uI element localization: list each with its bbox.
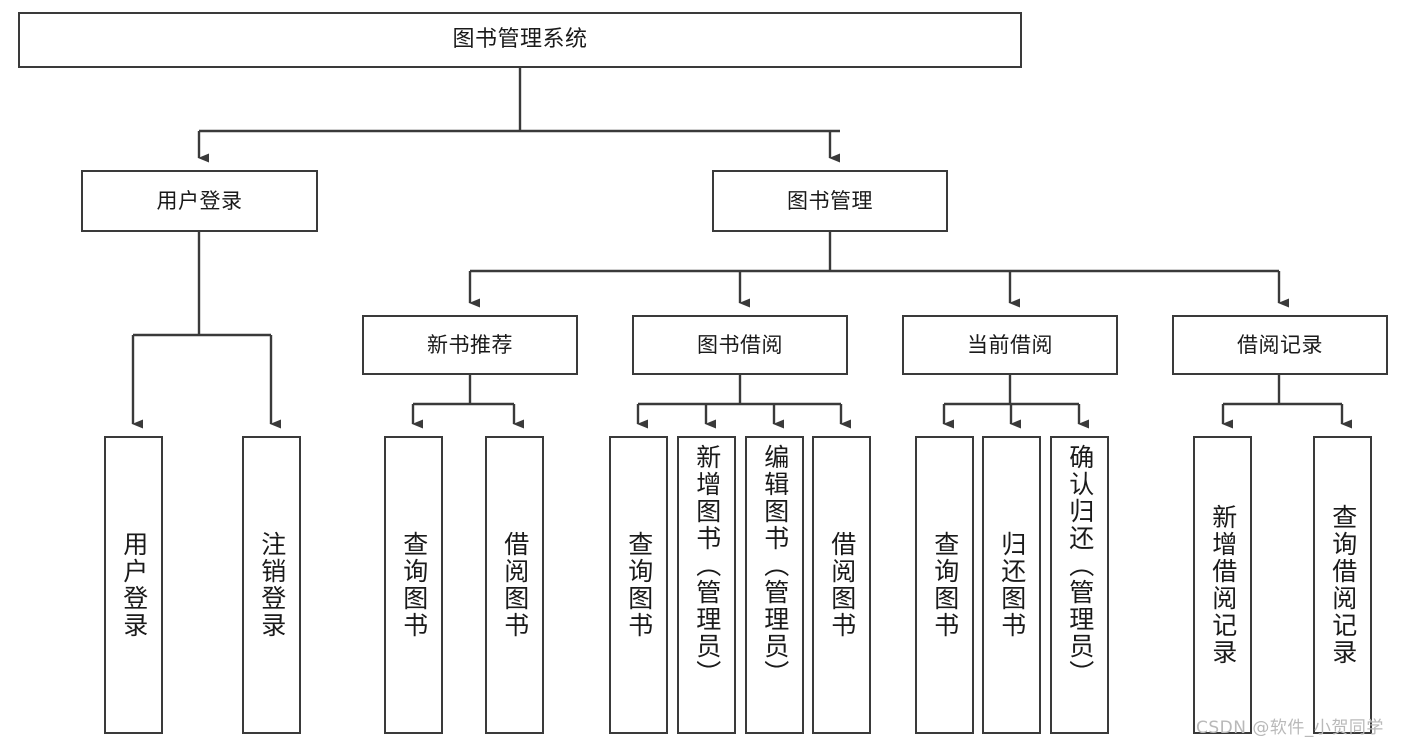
leaf-user-login[interactable]: 用户登录	[104, 436, 163, 734]
leaf-recommend-borrow-book[interactable]: 借阅图书	[485, 436, 544, 734]
node-label: 新增借阅记录	[1208, 504, 1238, 666]
node-label: 用户登录	[119, 531, 149, 639]
leaf-borrow-borrow-book[interactable]: 借阅图书	[812, 436, 871, 734]
node-label: 确认归还（管理员）	[1065, 444, 1095, 687]
node-label: 编辑图书（管理员）	[760, 444, 790, 687]
leaf-recommend-query-book[interactable]: 查询图书	[384, 436, 443, 734]
node-label: 新书推荐	[427, 332, 513, 357]
node-label: 查询图书	[930, 531, 960, 639]
leaf-records-add-record[interactable]: 新增借阅记录	[1193, 436, 1252, 734]
node-label: 查询图书	[624, 531, 654, 639]
node-label: 图书借阅	[697, 332, 783, 357]
node-label: 借阅图书	[500, 531, 530, 639]
watermark-text: CSDN @软件_小贺同学	[1196, 718, 1384, 738]
node-new-book-recommend[interactable]: 新书推荐	[362, 315, 578, 375]
node-label: 查询借阅记录	[1328, 504, 1358, 666]
node-borrow-records[interactable]: 借阅记录	[1172, 315, 1388, 375]
node-label: 当前借阅	[967, 332, 1053, 357]
node-root-system[interactable]: 图书管理系统	[18, 12, 1022, 68]
node-label: 借阅记录	[1237, 332, 1323, 357]
leaf-current-return-book[interactable]: 归还图书	[982, 436, 1041, 734]
leaf-current-confirm-return-admin[interactable]: 确认归还（管理员）	[1050, 436, 1109, 734]
node-label: 新增图书（管理员）	[692, 444, 722, 687]
leaf-borrow-edit-book-admin[interactable]: 编辑图书（管理员）	[745, 436, 804, 734]
node-book-borrow[interactable]: 图书借阅	[632, 315, 848, 375]
node-label: 借阅图书	[827, 531, 857, 639]
leaf-borrow-query-book[interactable]: 查询图书	[609, 436, 668, 734]
node-book-management[interactable]: 图书管理	[712, 170, 948, 232]
leaf-records-query-record[interactable]: 查询借阅记录	[1313, 436, 1372, 734]
node-label: 注销登录	[257, 531, 287, 639]
leaf-current-query-book[interactable]: 查询图书	[915, 436, 974, 734]
node-user-login[interactable]: 用户登录	[81, 170, 318, 232]
node-label: 归还图书	[997, 531, 1027, 639]
node-label: 用户登录	[156, 188, 243, 213]
leaf-user-logout[interactable]: 注销登录	[242, 436, 301, 734]
node-label: 查询图书	[399, 531, 429, 639]
node-current-borrow[interactable]: 当前借阅	[902, 315, 1118, 375]
leaf-borrow-add-book-admin[interactable]: 新增图书（管理员）	[677, 436, 736, 734]
node-label: 图书管理系统	[452, 27, 588, 53]
node-label: 图书管理	[787, 188, 873, 213]
